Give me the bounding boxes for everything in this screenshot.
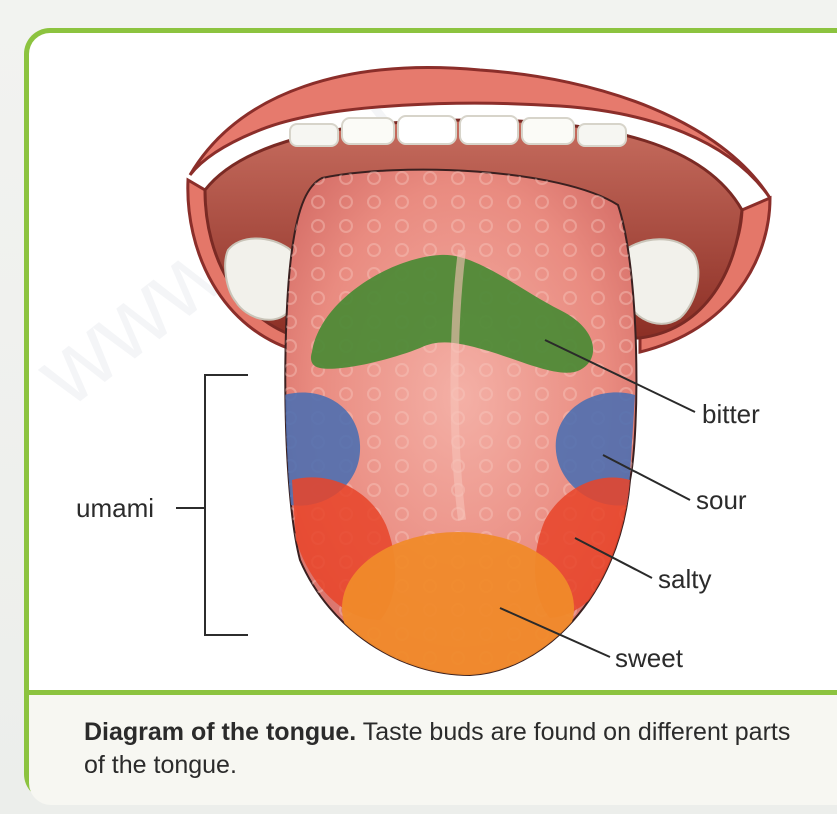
tongue (280, 160, 650, 684)
sweet-region (342, 532, 574, 684)
umami-bracket (176, 375, 248, 635)
label-salty: salty (658, 564, 711, 594)
label-sour: sour (696, 485, 747, 515)
label-sweet: sweet (615, 643, 684, 673)
label-umami: umami (76, 493, 154, 523)
caption-title: Diagram of the tongue. (84, 718, 356, 746)
label-bitter: bitter (702, 399, 760, 429)
caption: Diagram of the tongue. Taste buds are fo… (84, 716, 804, 782)
